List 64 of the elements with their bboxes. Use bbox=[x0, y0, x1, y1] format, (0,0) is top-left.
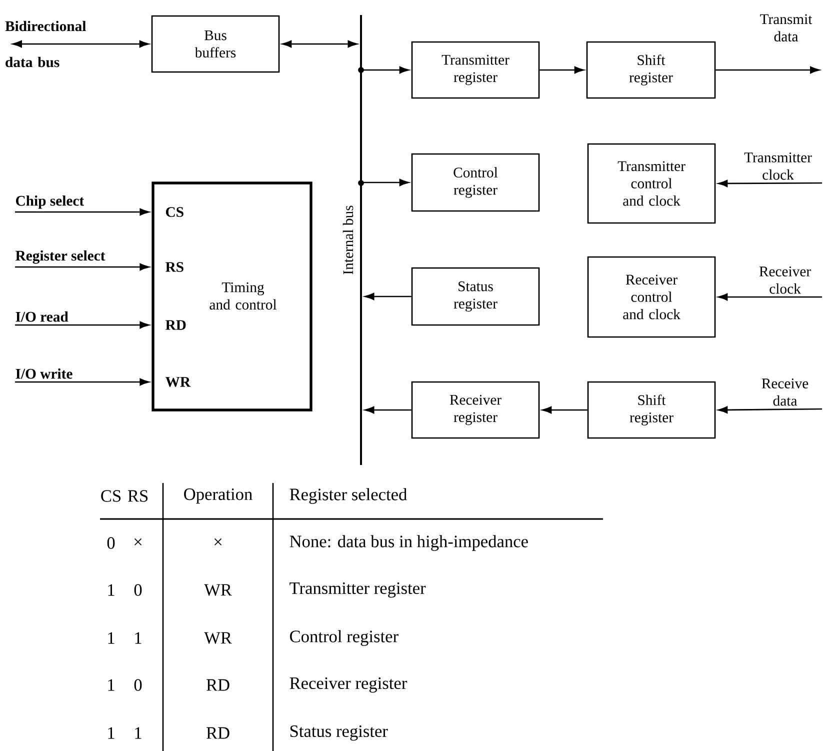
table-cell: × bbox=[214, 538, 222, 546]
table-cell: 0 bbox=[134, 679, 142, 691]
process-box: Bus buffers bbox=[151, 15, 280, 73]
table-cell: WR bbox=[204, 632, 232, 644]
edge-label: Transmitter clock bbox=[744, 152, 812, 180]
table-cell: None: data bus in high-impedance bbox=[290, 535, 528, 551]
process-box: Shift register bbox=[586, 41, 716, 99]
block-label: Timing and control bbox=[210, 282, 277, 310]
arrow bbox=[718, 293, 822, 301]
arrow bbox=[15, 208, 150, 216]
edge-label: Receiver clock bbox=[759, 266, 811, 294]
table-cell: 0 bbox=[107, 537, 115, 549]
table-cell: 1 bbox=[108, 727, 114, 739]
arrow bbox=[15, 378, 150, 386]
edge-label: I/O write bbox=[16, 368, 72, 379]
arrow bbox=[718, 180, 822, 188]
arrow bbox=[12, 40, 149, 48]
arrow bbox=[362, 178, 409, 186]
arrow bbox=[15, 263, 150, 271]
edge-label: Register select bbox=[16, 250, 106, 264]
process-box: Transmitter register bbox=[411, 41, 540, 99]
table-cell: Transmitter register bbox=[290, 582, 426, 598]
arrow bbox=[716, 66, 820, 74]
arrow bbox=[540, 66, 584, 74]
table-cell: 1 bbox=[108, 632, 114, 644]
table-cell: 1 bbox=[135, 632, 142, 644]
edge-label: Chip select bbox=[16, 195, 84, 209]
edge-label: Transmit data bbox=[760, 14, 812, 42]
process-box: Transmitter control and clock bbox=[587, 143, 716, 224]
arrow bbox=[362, 66, 409, 74]
arrow bbox=[542, 406, 588, 414]
pin-label: RS bbox=[166, 262, 184, 272]
table-cell: × bbox=[134, 538, 142, 546]
edge-label: Receive data bbox=[762, 378, 808, 406]
pin-label: RD bbox=[166, 320, 186, 330]
table-cell: RD bbox=[206, 679, 230, 691]
table-cell: 1 bbox=[108, 584, 114, 596]
process-box: Status register bbox=[411, 267, 540, 326]
table-cell: Status register bbox=[290, 725, 388, 741]
arrow bbox=[364, 292, 412, 300]
process-box: Receiver control and clock bbox=[587, 256, 716, 338]
arrow bbox=[15, 321, 150, 329]
table-cell: WR bbox=[204, 584, 232, 596]
table-cell: 0 bbox=[134, 584, 142, 596]
pin-label: CS bbox=[166, 207, 184, 217]
table-cell: RS bbox=[128, 490, 148, 502]
arrow bbox=[282, 40, 358, 48]
table-cell: CS bbox=[101, 490, 121, 502]
process-box: Shift register bbox=[587, 381, 716, 439]
process-box: Control register bbox=[411, 153, 540, 212]
arrow bbox=[718, 406, 822, 414]
process-box: Receiver register bbox=[411, 381, 540, 439]
table-cell: Register selected bbox=[290, 488, 407, 504]
bus-label: Internal bus bbox=[342, 206, 354, 274]
table-cell: Receiver register bbox=[290, 677, 408, 693]
table-cell: RD bbox=[206, 727, 230, 739]
table-cell: Control register bbox=[290, 630, 398, 646]
arrow bbox=[364, 406, 412, 414]
edge-label: Bidirectional data bus bbox=[5, 20, 86, 68]
table-cell: 1 bbox=[108, 679, 114, 691]
table-cell: Operation bbox=[184, 488, 252, 504]
table-cell: 1 bbox=[135, 727, 142, 739]
edge-label: I/O read bbox=[16, 311, 68, 322]
pin-label: WR bbox=[165, 377, 191, 387]
